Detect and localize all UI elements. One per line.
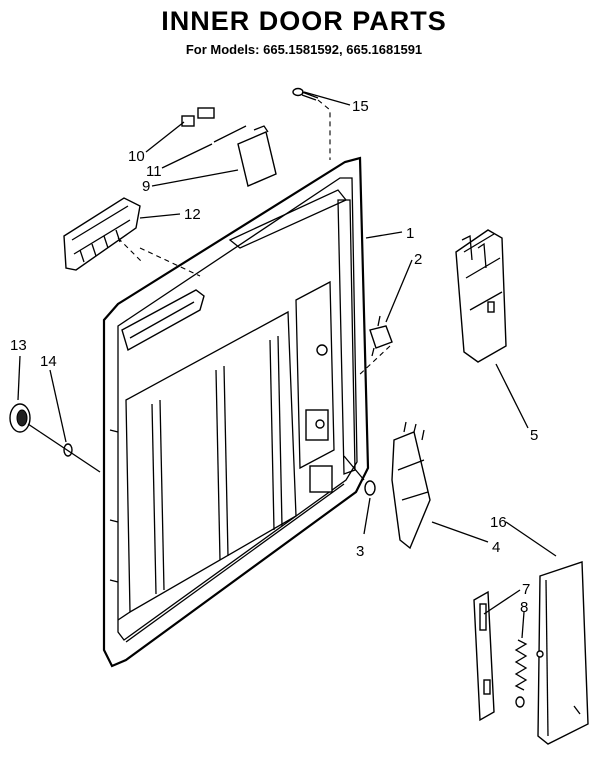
callout-labels: 15 1 2 3 4 5 16 7 8 9 10 11 12 13 14 bbox=[10, 98, 538, 616]
knob-part-13 bbox=[9, 403, 41, 433]
callout-12: 12 bbox=[184, 206, 201, 223]
bracket-plate-part-7 bbox=[473, 590, 495, 722]
callout-2: 2 bbox=[414, 251, 422, 268]
callout-16: 16 bbox=[490, 514, 507, 531]
door-handle-part-12 bbox=[63, 197, 141, 271]
inner-door-panel bbox=[102, 156, 370, 668]
callout-7: 7 bbox=[522, 581, 530, 598]
callout-3: 3 bbox=[356, 543, 364, 560]
leader-3-line bbox=[343, 455, 365, 481]
callout-4: 4 bbox=[492, 539, 500, 556]
diagram-title: INNER DOOR PARTS bbox=[161, 6, 447, 36]
spring-part-8 bbox=[514, 639, 528, 708]
bracket-part-2 bbox=[369, 315, 393, 357]
leader-15-dash bbox=[317, 99, 331, 160]
screw-part-15 bbox=[292, 87, 319, 101]
callout-13: 13 bbox=[10, 337, 27, 354]
latch-housing-part-5 bbox=[455, 229, 507, 363]
callout-8: 8 bbox=[520, 599, 528, 616]
clip-part-10 bbox=[181, 107, 215, 127]
model-numbers: For Models: 665.1581592, 665.1681591 bbox=[185, 42, 423, 57]
dispenser-cover-part-9 bbox=[237, 125, 277, 187]
leader-12-dash bbox=[117, 237, 201, 277]
callout-14: 14 bbox=[40, 353, 57, 370]
nut-part-3 bbox=[364, 480, 376, 496]
pin-part-11 bbox=[213, 125, 247, 143]
leader-13-line bbox=[39, 431, 101, 473]
callout-1: 1 bbox=[406, 225, 414, 242]
callout-leaders bbox=[17, 91, 557, 639]
callout-15: 15 bbox=[352, 98, 369, 115]
callout-5: 5 bbox=[530, 427, 538, 444]
leader-2-dash bbox=[357, 345, 391, 377]
switch-cover-part-16 bbox=[536, 561, 589, 745]
latch-assembly-part-4 bbox=[391, 421, 431, 550]
callout-10: 10 bbox=[128, 148, 145, 165]
callout-9: 9 bbox=[142, 178, 150, 195]
callout-11: 11 bbox=[146, 163, 162, 180]
